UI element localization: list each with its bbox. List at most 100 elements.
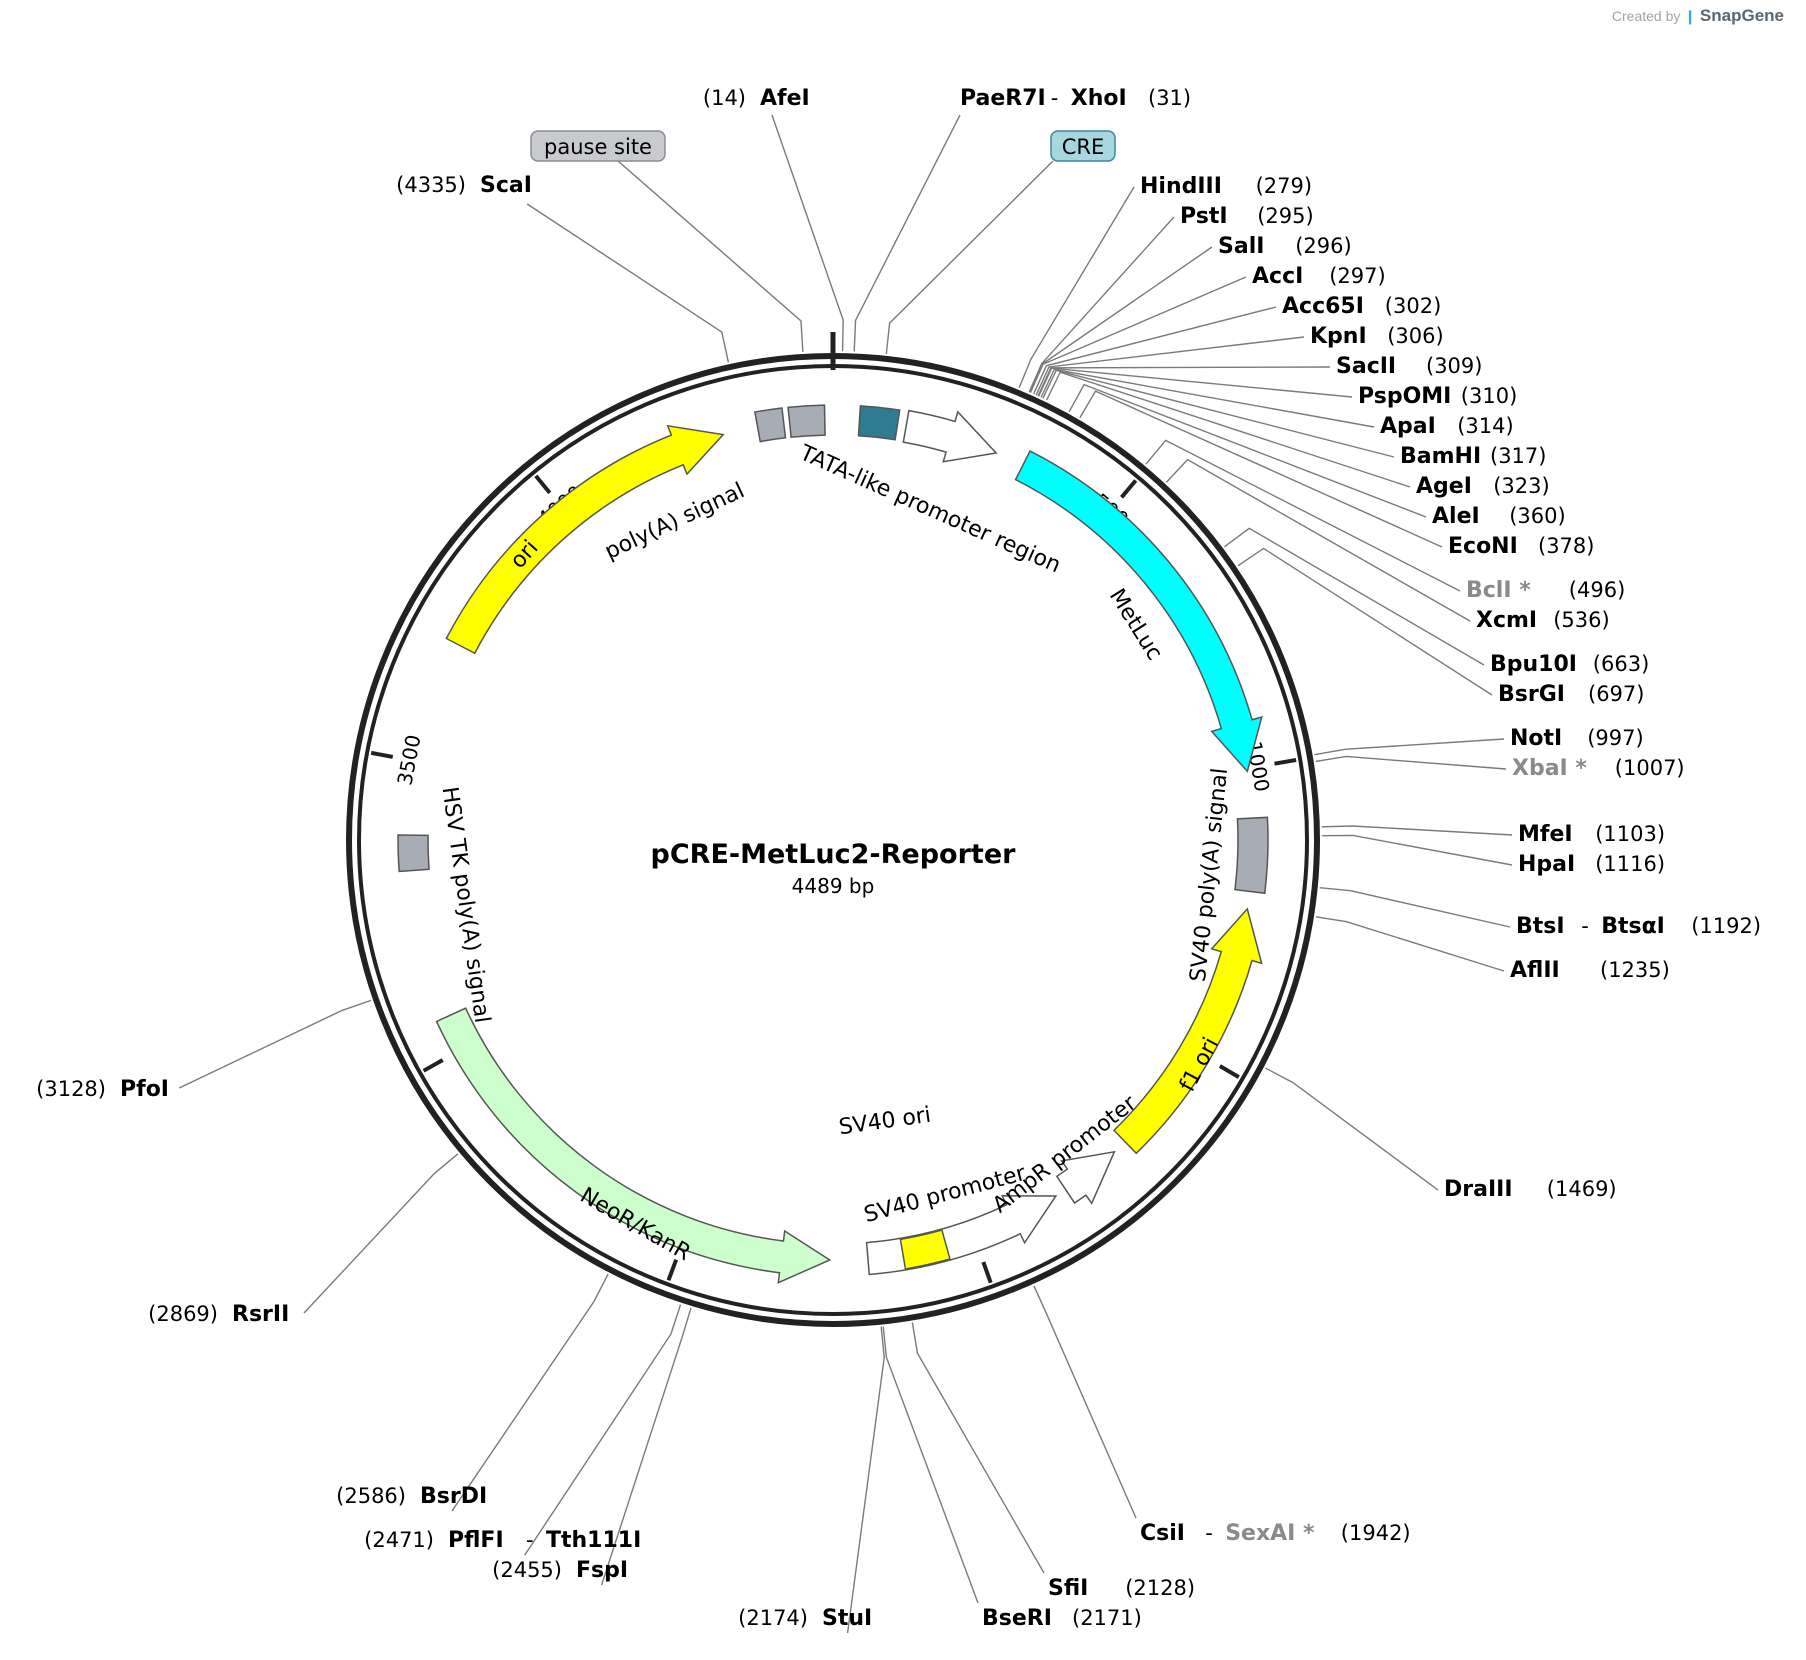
enzyme-name: HindIII	[1140, 174, 1222, 199]
site-noti[interactable]: NotI (997)	[1510, 726, 1644, 751]
enzyme-name: BtsαI	[1601, 914, 1665, 939]
site-bsrgi[interactable]: BsrGI(697)	[1498, 682, 1644, 707]
connector-hpai	[1321, 834, 1513, 866]
site-draiii[interactable]: DraIII(1469)	[1444, 1177, 1617, 1202]
chip-label: CRE	[1062, 135, 1105, 159]
site-position: (296)	[1295, 234, 1351, 258]
feature-cre[interactable]	[857, 405, 901, 441]
connector-pflfi	[524, 1304, 682, 1556]
site-psti[interactable]: PstI(295)	[1180, 204, 1314, 229]
site-bcli[interactable]: BclI *(496)	[1466, 578, 1625, 603]
site-position: (2471)	[364, 1528, 434, 1552]
site-position: (4335)	[396, 173, 466, 197]
enzyme-name: NotI	[1510, 726, 1562, 751]
site-pspomi[interactable]: PspOMI(310)	[1358, 384, 1517, 409]
feature-poly-a-signal[interactable]	[754, 407, 787, 443]
connector-xbai	[1315, 755, 1507, 770]
credit-prefix: Created by	[1611, 8, 1681, 24]
site-position: (378)	[1538, 534, 1594, 558]
chip-cre[interactable]: CRE	[1050, 130, 1116, 162]
site-position: (1116)	[1595, 852, 1665, 876]
connector-paer7i	[853, 114, 961, 352]
site-sacii[interactable]: SacII(309)	[1336, 354, 1482, 379]
enzyme-name: SacII	[1336, 354, 1396, 379]
chip-connector	[885, 160, 1054, 354]
site-aflii[interactable]: AflII(1235)	[1510, 958, 1670, 983]
chip-background	[1050, 130, 1116, 162]
tick-1500	[1218, 1064, 1240, 1079]
connector-hindiii	[1018, 186, 1135, 389]
site-agei[interactable]: AgeI(323)	[1416, 474, 1550, 499]
enzyme-name: DraIII	[1444, 1177, 1513, 1202]
enzyme-name: AflII	[1510, 958, 1560, 983]
site-position: (297)	[1329, 264, 1385, 288]
site-sali[interactable]: SalI(296)	[1218, 234, 1352, 259]
connector-apai	[1040, 368, 1375, 428]
site-xcmi[interactable]: XcmI(536)	[1476, 608, 1610, 633]
connector-aflii	[1315, 916, 1505, 972]
feature-tata-like-promoter-region[interactable]	[902, 409, 998, 463]
site-scai[interactable]: (4335)ScaI	[396, 173, 532, 198]
site-position: (997)	[1587, 726, 1643, 750]
site-csii[interactable]: CsiI-SexAI *(1942)	[1140, 1521, 1411, 1546]
feature-sv40-ori[interactable]	[899, 1229, 951, 1270]
feature-label-hsv-tk-poly-a-signal: HSV TK poly(A) signal	[437, 785, 495, 1024]
site-alei[interactable]: AleI(360)	[1432, 504, 1566, 529]
site-hpai[interactable]: HpaI (1116)	[1518, 852, 1665, 877]
site-fspi[interactable]: (2455)FspI	[492, 1558, 628, 1583]
enzyme-name: PspOMI	[1358, 384, 1451, 409]
site-btsi[interactable]: BtsI-BtsαI(1192)	[1516, 914, 1761, 939]
tick-2500	[666, 1258, 679, 1281]
site-pfoi[interactable]: (3128)PfoI	[36, 1077, 169, 1102]
connector-bseri	[882, 1326, 979, 1604]
feature-ori[interactable]	[445, 424, 725, 655]
snapgene-credit: Created by ❙ SnapGene	[1612, 6, 1784, 26]
enzyme-name: RsrII	[232, 1302, 289, 1327]
chip-pause-site[interactable]: pause site	[530, 130, 666, 162]
site-position: (279)	[1256, 174, 1312, 198]
feature-annotations	[397, 404, 1269, 1284]
enzyme-name: BsrDI	[420, 1484, 487, 1509]
site-position: (1007)	[1615, 756, 1685, 780]
site-bsrdi[interactable]: (2586)BsrDI	[336, 1484, 487, 1509]
site-paer7i[interactable]: PaeR7I-XhoI(31)	[960, 86, 1191, 111]
site-acc65i[interactable]: Acc65I(302)	[1282, 294, 1441, 319]
enzyme-name: PflFI	[448, 1528, 504, 1553]
site-bseri[interactable]: BseRI(2171)	[982, 1606, 1142, 1631]
site-afei[interactable]: (14)AfeI	[703, 86, 810, 111]
snapgene-logo-icon: ❙	[1684, 8, 1697, 24]
site-position: (2174)	[738, 1606, 808, 1630]
site-bamhi[interactable]: BamHI(317)	[1400, 444, 1546, 469]
feature-pause-site[interactable]	[787, 404, 826, 438]
feature-sv40-poly-a-signal[interactable]	[1234, 816, 1269, 895]
site-hindiii[interactable]: HindIII (279)	[1140, 174, 1312, 199]
connector-stui	[846, 1326, 885, 1634]
site-apai[interactable]: ApaI(314)	[1380, 414, 1514, 439]
enzyme-name: HpaI	[1518, 852, 1575, 877]
restriction-site-labels: (14)AfeI PaeR7I-XhoI(31) HindIII (279) PstI(…	[36, 86, 1761, 1631]
site-pflfi[interactable]: (2471)PflFI-Tth111I	[364, 1528, 641, 1553]
site-sfii[interactable]: SfiI(2128)	[1048, 1576, 1195, 1601]
site-position: (317)	[1490, 444, 1546, 468]
site-stui[interactable]: (2174)StuI	[738, 1606, 872, 1631]
connector-agei	[1045, 371, 1411, 488]
enzyme-name: FspI	[576, 1558, 628, 1583]
site-bpu10i[interactable]: Bpu10I(663)	[1490, 652, 1649, 677]
enzyme-name: PfoI	[120, 1077, 169, 1102]
feature-metluc[interactable]	[1014, 450, 1263, 773]
site-econi[interactable]: EcoNI(378)	[1448, 534, 1594, 559]
site-separator: -	[1205, 1521, 1213, 1545]
feature-hsv-tk-poly-a-signal[interactable]	[397, 834, 430, 873]
connector-pfoi	[178, 999, 372, 1089]
site-xbai[interactable]: XbaI *(1007)	[1512, 756, 1685, 781]
site-connector-lines	[178, 114, 1513, 1634]
feature-ampr-promoter[interactable]	[1055, 1150, 1116, 1205]
feature-label-sv40-ori: SV40 ori	[837, 1103, 932, 1141]
site-rsrii[interactable]: (2869)RsrII	[148, 1302, 289, 1327]
feature-neor-kanr[interactable]	[435, 1007, 832, 1284]
feature-f1-ori[interactable]	[1112, 907, 1263, 1155]
site-mfei[interactable]: MfeI(1103)	[1518, 822, 1665, 847]
site-kpni[interactable]: KpnI(306)	[1310, 324, 1444, 349]
site-acci[interactable]: AccI(297)	[1252, 264, 1386, 289]
